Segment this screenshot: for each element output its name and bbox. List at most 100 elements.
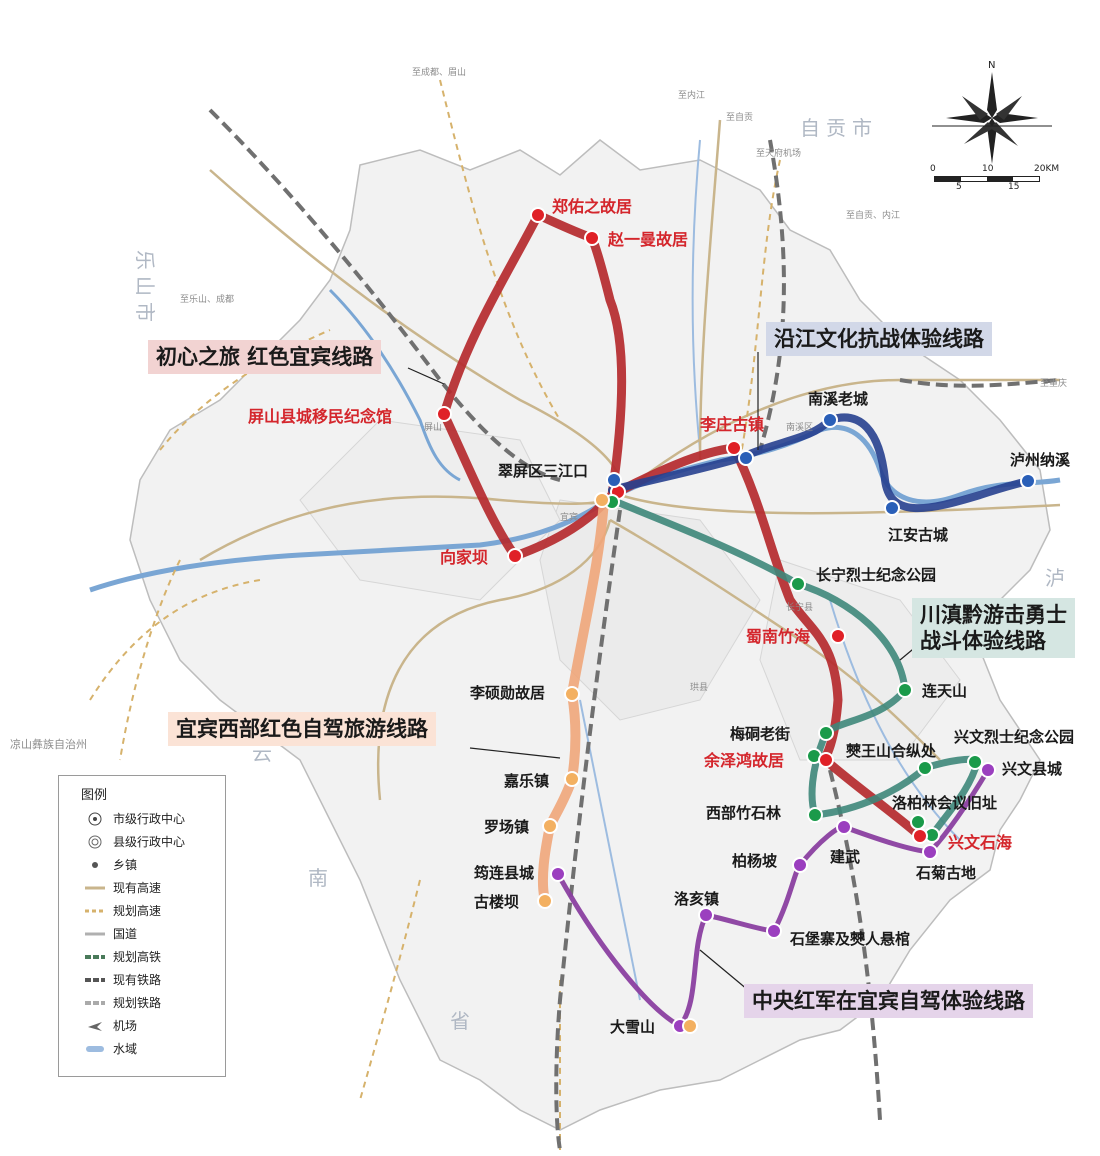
label-xingwen-park: 兴文烈士纪念公园 — [954, 728, 1074, 746]
legend-label: 机场 — [113, 1019, 138, 1033]
existing-railway-icon — [85, 974, 105, 986]
marker-luochang[interactable] — [542, 818, 558, 834]
marker-liantian[interactable] — [897, 682, 913, 698]
marker-jianwu[interactable] — [836, 819, 852, 835]
legend-label: 规划铁路 — [113, 996, 162, 1010]
scale-tick-5: 5 — [956, 182, 962, 192]
label-yuzehong: 余泽鸿故居 — [703, 751, 784, 770]
route-orange-line — [537, 495, 609, 906]
marker-lizhuang[interactable] — [726, 440, 742, 456]
region-zigong: 自贡市 — [800, 116, 878, 140]
planned-railway-icon — [85, 997, 105, 1009]
road-label-zigong: 至自贡 — [726, 111, 753, 123]
town-label-gong: 珙县 — [690, 681, 708, 693]
road-label-zigong-neijiang: 至自贡、内江 — [846, 209, 900, 221]
marker-changning[interactable] — [790, 576, 806, 592]
marker-cuiping-orange[interactable] — [594, 492, 610, 508]
town-label-yibin: 宜宾 — [560, 511, 578, 523]
label-xingwen-county: 兴文县城 — [1002, 760, 1062, 778]
town-label-pingshan: 屏山 — [424, 422, 442, 433]
national-road-icon — [85, 928, 105, 940]
label-junlian: 筠连县城 — [474, 864, 534, 882]
legend-label: 县级行政中心 — [113, 835, 186, 849]
label-shunan: 蜀南竹海 — [746, 627, 810, 646]
route-title-blue[interactable]: 沿江文化抗战体验线路 — [766, 322, 992, 356]
route-title-orange[interactable]: 宜宾西部红色自驾旅游线路 — [168, 712, 436, 746]
compass-rose-icon: N — [932, 60, 1052, 164]
legend-item: 规划高铁 — [85, 945, 225, 968]
route-blue-line — [608, 413, 1032, 513]
region-lu: 泸 — [1045, 566, 1071, 590]
route-title-teal[interactable]: 川滇黔游击勇士 战斗体验线路 — [912, 598, 1075, 658]
legend-item: 规划铁路 — [85, 991, 225, 1014]
label-pingshan: 屏山县城移民纪念馆 — [248, 407, 392, 426]
marker-daxueshan[interactable] — [682, 1018, 698, 1034]
marker-xibu[interactable] — [807, 807, 823, 823]
compass-north-label: N — [988, 60, 995, 71]
town-label-changning: 长宁县 — [786, 601, 813, 613]
road-label-leshan: 至乐山、成都 — [180, 293, 234, 305]
scale-tick-15: 15 — [1008, 182, 1020, 192]
marker-nanxi[interactable] — [822, 412, 838, 428]
marker-yuzehong[interactable] — [818, 752, 834, 768]
region-leshan: 乐山市 — [133, 250, 157, 328]
legend-label: 现有铁路 — [113, 973, 162, 987]
marker-gulouba[interactable] — [537, 893, 553, 909]
label-lishuoxun: 李硕勋故居 — [469, 684, 545, 702]
legend: 图例 市级行政中心 县级行政中心 乡镇 现有高速 规划高速 国道 规划高铁 现有… — [58, 775, 226, 1077]
label-luobolin: 洛柏林会议旧址 — [892, 794, 997, 812]
road-label-chengdu: 至成都、眉山 — [412, 66, 466, 78]
legend-item: 国道 — [85, 922, 225, 945]
label-luochang: 罗场镇 — [484, 818, 529, 836]
scale-bar: 0 10 20KM 5 15 — [926, 164, 1060, 192]
label-shibaozhai: 石堡寨及僰人悬棺 — [789, 930, 910, 948]
label-luzhou: 泸州纳溪 — [1010, 451, 1071, 469]
marker-boyangpo[interactable] — [792, 857, 808, 873]
legend-item: 水域 — [85, 1037, 225, 1060]
route-title-purple[interactable]: 中央红军在宜宾自驾体验线路 — [744, 984, 1033, 1018]
label-cuiping: 翠屏区三江口 — [498, 462, 588, 480]
marker-shibaozhai[interactable] — [766, 923, 782, 939]
marker-xingwen-park[interactable] — [967, 754, 983, 770]
marker-lizhuang-blue[interactable] — [738, 450, 754, 466]
water-icon — [85, 1043, 105, 1055]
marker-xingwen-shihai[interactable] — [912, 828, 928, 844]
town-icon — [85, 859, 105, 871]
label-boyangpo: 柏杨坡 — [732, 852, 777, 870]
route-title-red[interactable]: 初心之旅 红色宜宾线路 — [148, 340, 382, 374]
region-nan: 南 — [308, 866, 334, 890]
legend-label: 规划高速 — [113, 904, 162, 918]
legend-item: 乡镇 — [85, 853, 225, 876]
marker-jiale[interactable] — [564, 771, 580, 787]
marker-luohai[interactable] — [698, 907, 714, 923]
marker-meidong[interactable] — [818, 725, 834, 741]
marker-luzhou[interactable] — [1020, 473, 1036, 489]
label-meidong: 梅硐老街 — [730, 725, 790, 743]
city-center-icon — [85, 812, 105, 825]
marker-shunan[interactable] — [830, 628, 846, 644]
legend-label: 国道 — [113, 927, 138, 941]
scale-tick-20: 20KM — [1034, 164, 1060, 174]
label-gulouba: 古楼坝 — [474, 893, 519, 911]
marker-zhaoyiman[interactable] — [584, 230, 600, 246]
marker-shiju[interactable] — [922, 844, 938, 860]
marker-jiangan[interactable] — [884, 500, 900, 516]
county-center-icon — [85, 835, 105, 848]
route-red-line — [439, 210, 925, 841]
marker-lishuoxun[interactable] — [564, 686, 580, 702]
marker-zhengyouzhi[interactable] — [530, 207, 546, 223]
marker-junlian[interactable] — [550, 866, 566, 882]
legend-item: 机场 — [85, 1014, 225, 1037]
marker-xiangjiaba[interactable] — [507, 548, 523, 564]
marker-pingshan[interactable] — [436, 406, 452, 422]
road-label-chongqing: 至重庆 — [1040, 377, 1067, 389]
region-sheng: 省 — [450, 1009, 476, 1033]
marker-bowang[interactable] — [917, 760, 933, 776]
marker-luobolin-green[interactable] — [910, 814, 926, 830]
marker-cuiping-blue[interactable] — [606, 472, 622, 488]
label-luohai: 洛亥镇 — [674, 890, 719, 908]
legend-label: 市级行政中心 — [113, 812, 186, 826]
marker-xingwen-county[interactable] — [980, 762, 996, 778]
existing-expressway-icon — [85, 882, 105, 894]
region-yun: 云 — [252, 741, 278, 765]
